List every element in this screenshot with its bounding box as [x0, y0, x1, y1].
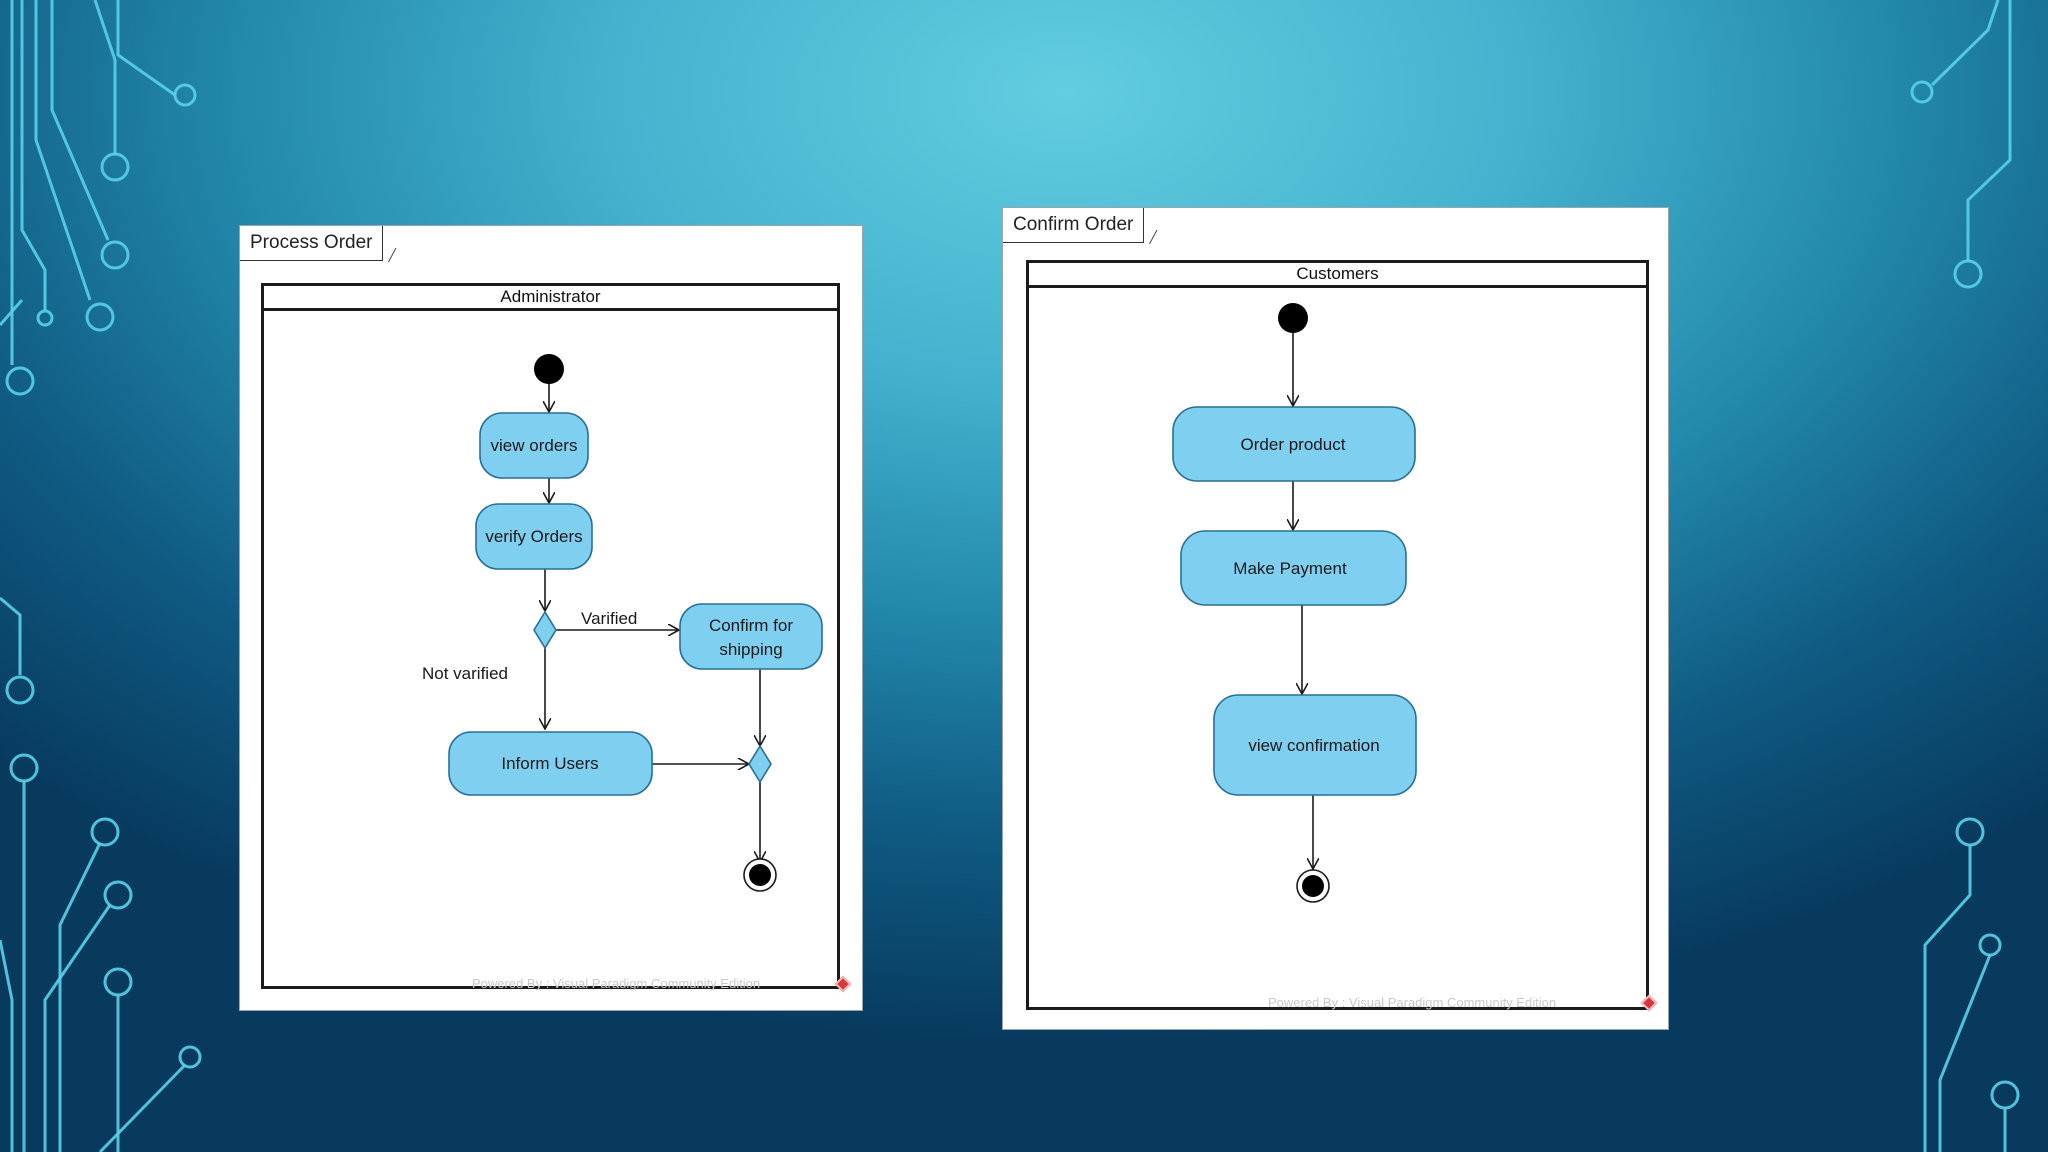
action-verify-orders: verify Orders: [475, 503, 593, 570]
initial-node: [534, 354, 564, 384]
guard-not-verified: Not varified: [422, 664, 508, 683]
action-label-line1: Confirm for: [709, 616, 793, 635]
swimlane-administrator: Administrator: [261, 283, 840, 989]
action-label: Order product: [1241, 435, 1346, 454]
frame-title-confirm-order: Confirm Order: [1003, 208, 1145, 243]
action-make-payment: Make Payment: [1180, 530, 1407, 606]
action-label: Inform Users: [501, 754, 598, 773]
frame-title-process-order: Process Order: [240, 226, 384, 261]
swimlane-customers: Customers: [1026, 260, 1649, 1010]
action-confirm-shipping: Confirm for shipping: [679, 603, 823, 670]
action-view-orders: view orders: [479, 412, 589, 479]
merge-node: [748, 744, 772, 784]
swimlane-header: Customers: [1029, 263, 1646, 288]
swimlane-header: Administrator: [264, 286, 837, 311]
action-label: view orders: [491, 436, 578, 455]
confirm-order-flow: Order product Make Payment view confirma…: [1172, 303, 1417, 903]
final-node: [743, 858, 777, 892]
final-node: [1296, 869, 1330, 903]
action-label: view confirmation: [1248, 736, 1379, 755]
confirm-order-diagram: Confirm Order Customers Order product Ma…: [1002, 207, 1669, 1030]
action-inform-users: Inform Users: [448, 731, 653, 796]
action-label: Make Payment: [1233, 559, 1347, 578]
action-label-line2: shipping: [719, 640, 782, 659]
action-order-product: Order product: [1172, 406, 1416, 482]
process-order-flow: view orders verify Orders Varified Not v…: [422, 354, 823, 892]
initial-node: [1278, 303, 1308, 333]
process-order-diagram: Process Order Administrator view orders: [239, 225, 863, 1011]
watermark: Powered By : Visual Paradigm Community E…: [1268, 995, 1557, 1010]
watermark: Powered By : Visual Paradigm Community E…: [472, 976, 761, 991]
action-view-confirmation: view confirmation: [1213, 694, 1417, 796]
action-label: verify Orders: [485, 527, 582, 546]
guard-verified: Varified: [581, 609, 637, 628]
decision-node: [533, 610, 557, 650]
